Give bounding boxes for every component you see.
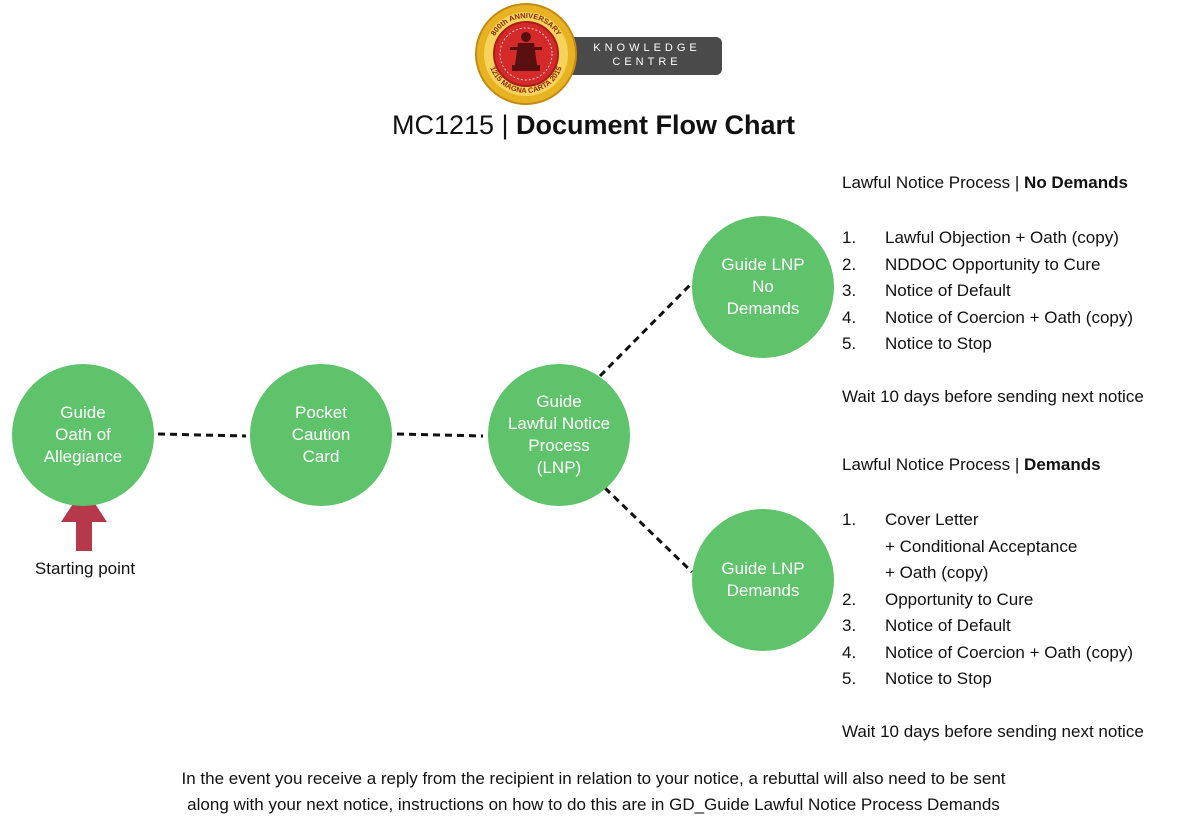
panel-heading: Lawful Notice Process | No Demands bbox=[842, 172, 1177, 194]
wait-note: Wait 10 days before sending next notice bbox=[842, 721, 1144, 741]
step-number: 1. bbox=[842, 228, 857, 247]
logo-line-1: KNOWLEDGE bbox=[593, 42, 701, 54]
title-bold: Document Flow Chart bbox=[516, 110, 796, 140]
step-item: 1. Cover Letter + Conditional Acceptance + … bbox=[842, 507, 1177, 587]
panel-demands: Lawful Notice Process | Demands 1. Cover … bbox=[842, 454, 1177, 743]
step-text: NDDOC Opportunity to Cure bbox=[885, 254, 1101, 274]
title-prefix: MC1215 | bbox=[391, 110, 517, 140]
step-text: Notice to Stop bbox=[885, 334, 992, 353]
node-guide-oath-of-allegiance: Guide Oath of Allegiance bbox=[12, 364, 154, 506]
step-item: 1. Lawful Objection + Oath (copy) bbox=[842, 225, 1177, 252]
step-item: 3. Notice of Default bbox=[842, 278, 1177, 305]
step-item: 4. Notice of Coercion + Oath (copy) bbox=[842, 640, 1177, 667]
step-text: Notice of Coercion + Oath (copy) bbox=[885, 642, 1134, 662]
connector-caution-lnp bbox=[396, 432, 484, 438]
step-item: 3. Notice of Default bbox=[842, 613, 1177, 640]
logo-text: KNOWLEDGE CENTRE bbox=[574, 41, 720, 69]
footer-note: In the event you receive a reply from th… bbox=[0, 766, 1181, 818]
step-number: 3. bbox=[842, 616, 857, 635]
knowledge-centre-logo: KNOWLEDGE CENTRE 800th ANNIVERSARY 1215 … bbox=[474, 3, 724, 105]
step-text: + Oath (copy) bbox=[885, 563, 989, 582]
step-number: 1. bbox=[842, 510, 857, 529]
step-list: 1. Lawful Objection + Oath (copy) 2. NDDOC… bbox=[842, 225, 1177, 358]
node-label: Guide Oath of Allegiance bbox=[43, 403, 123, 466]
step-item: 5. Notice to Stop bbox=[842, 666, 1177, 693]
panel-heading-bold: No Demands bbox=[1024, 173, 1128, 192]
step-text: Notice of Coercion + Oath (copy) bbox=[885, 307, 1134, 327]
step-text: Notice of Default bbox=[885, 281, 1011, 300]
panel-heading-bold: Demands bbox=[1024, 455, 1101, 474]
step-number: 2. bbox=[842, 589, 857, 609]
node-pocket-caution-card: Pocket Caution Card bbox=[250, 364, 392, 506]
footer-line-1: In the event you receive a reply from th… bbox=[181, 769, 1006, 788]
step-number: 5. bbox=[842, 669, 857, 688]
step-list: 1. Cover Letter + Conditional Acceptance + … bbox=[842, 507, 1177, 693]
step-number: 4. bbox=[842, 307, 857, 327]
page-title: MC1215 | Document Flow Chart bbox=[0, 108, 1181, 142]
step-text: + Conditional Acceptance bbox=[885, 536, 1078, 556]
step-number: 4. bbox=[842, 642, 857, 662]
connector-oath-caution bbox=[157, 432, 247, 438]
step-item: 2. NDDOC Opportunity to Cure bbox=[842, 252, 1177, 279]
step-text: Opportunity to Cure bbox=[885, 589, 1034, 609]
panel-heading-prefix: Lawful Notice Process | bbox=[842, 455, 1025, 474]
node-guide-lnp-demands: Guide LNP Demands bbox=[692, 509, 834, 651]
step-number: 2. bbox=[842, 254, 857, 274]
starting-point-label: Starting point bbox=[34, 559, 136, 578]
node-label: Pocket Caution Card bbox=[291, 403, 351, 466]
step-text: Lawful Objection + Oath (copy) bbox=[885, 228, 1119, 247]
node-guide-lawful-notice-process: Guide Lawful Notice Process (LNP) bbox=[488, 364, 630, 506]
step-text: Cover Letter bbox=[885, 510, 979, 529]
connector-lnp-no-demands bbox=[598, 281, 694, 378]
footer-line-2: along with your next notice, instruction… bbox=[187, 795, 1000, 814]
step-text: Notice to Stop bbox=[885, 669, 992, 688]
panel-heading-prefix: Lawful Notice Process | bbox=[842, 173, 1025, 192]
magna-carta-seal-icon: 800th ANNIVERSARY 1215 MAGNA CARTA 2015 bbox=[475, 3, 577, 105]
node-label: Guide LNP No Demands bbox=[721, 255, 805, 318]
step-item: 5. Notice to Stop bbox=[842, 331, 1177, 358]
up-arrow-icon bbox=[61, 487, 107, 551]
node-label: Guide LNP Demands bbox=[721, 559, 805, 600]
step-item: 2. Opportunity to Cure bbox=[842, 587, 1177, 614]
step-number: 5. bbox=[842, 334, 857, 353]
panel-no-demands: Lawful Notice Process | No Demands 1. Law… bbox=[842, 172, 1177, 408]
node-guide-lnp-no-demands: Guide LNP No Demands bbox=[692, 216, 834, 358]
node-label: Guide Lawful Notice Process (LNP) bbox=[507, 392, 611, 477]
panel-heading: Lawful Notice Process | Demands bbox=[842, 454, 1177, 476]
step-text: Notice of Default bbox=[885, 616, 1011, 635]
logo-line-2: CENTRE bbox=[612, 56, 682, 68]
wait-note: Wait 10 days before sending next notice bbox=[842, 386, 1144, 406]
step-item: 4. Notice of Coercion + Oath (copy) bbox=[842, 305, 1177, 332]
step-number: 3. bbox=[842, 281, 857, 300]
connector-lnp-demands bbox=[603, 486, 694, 574]
